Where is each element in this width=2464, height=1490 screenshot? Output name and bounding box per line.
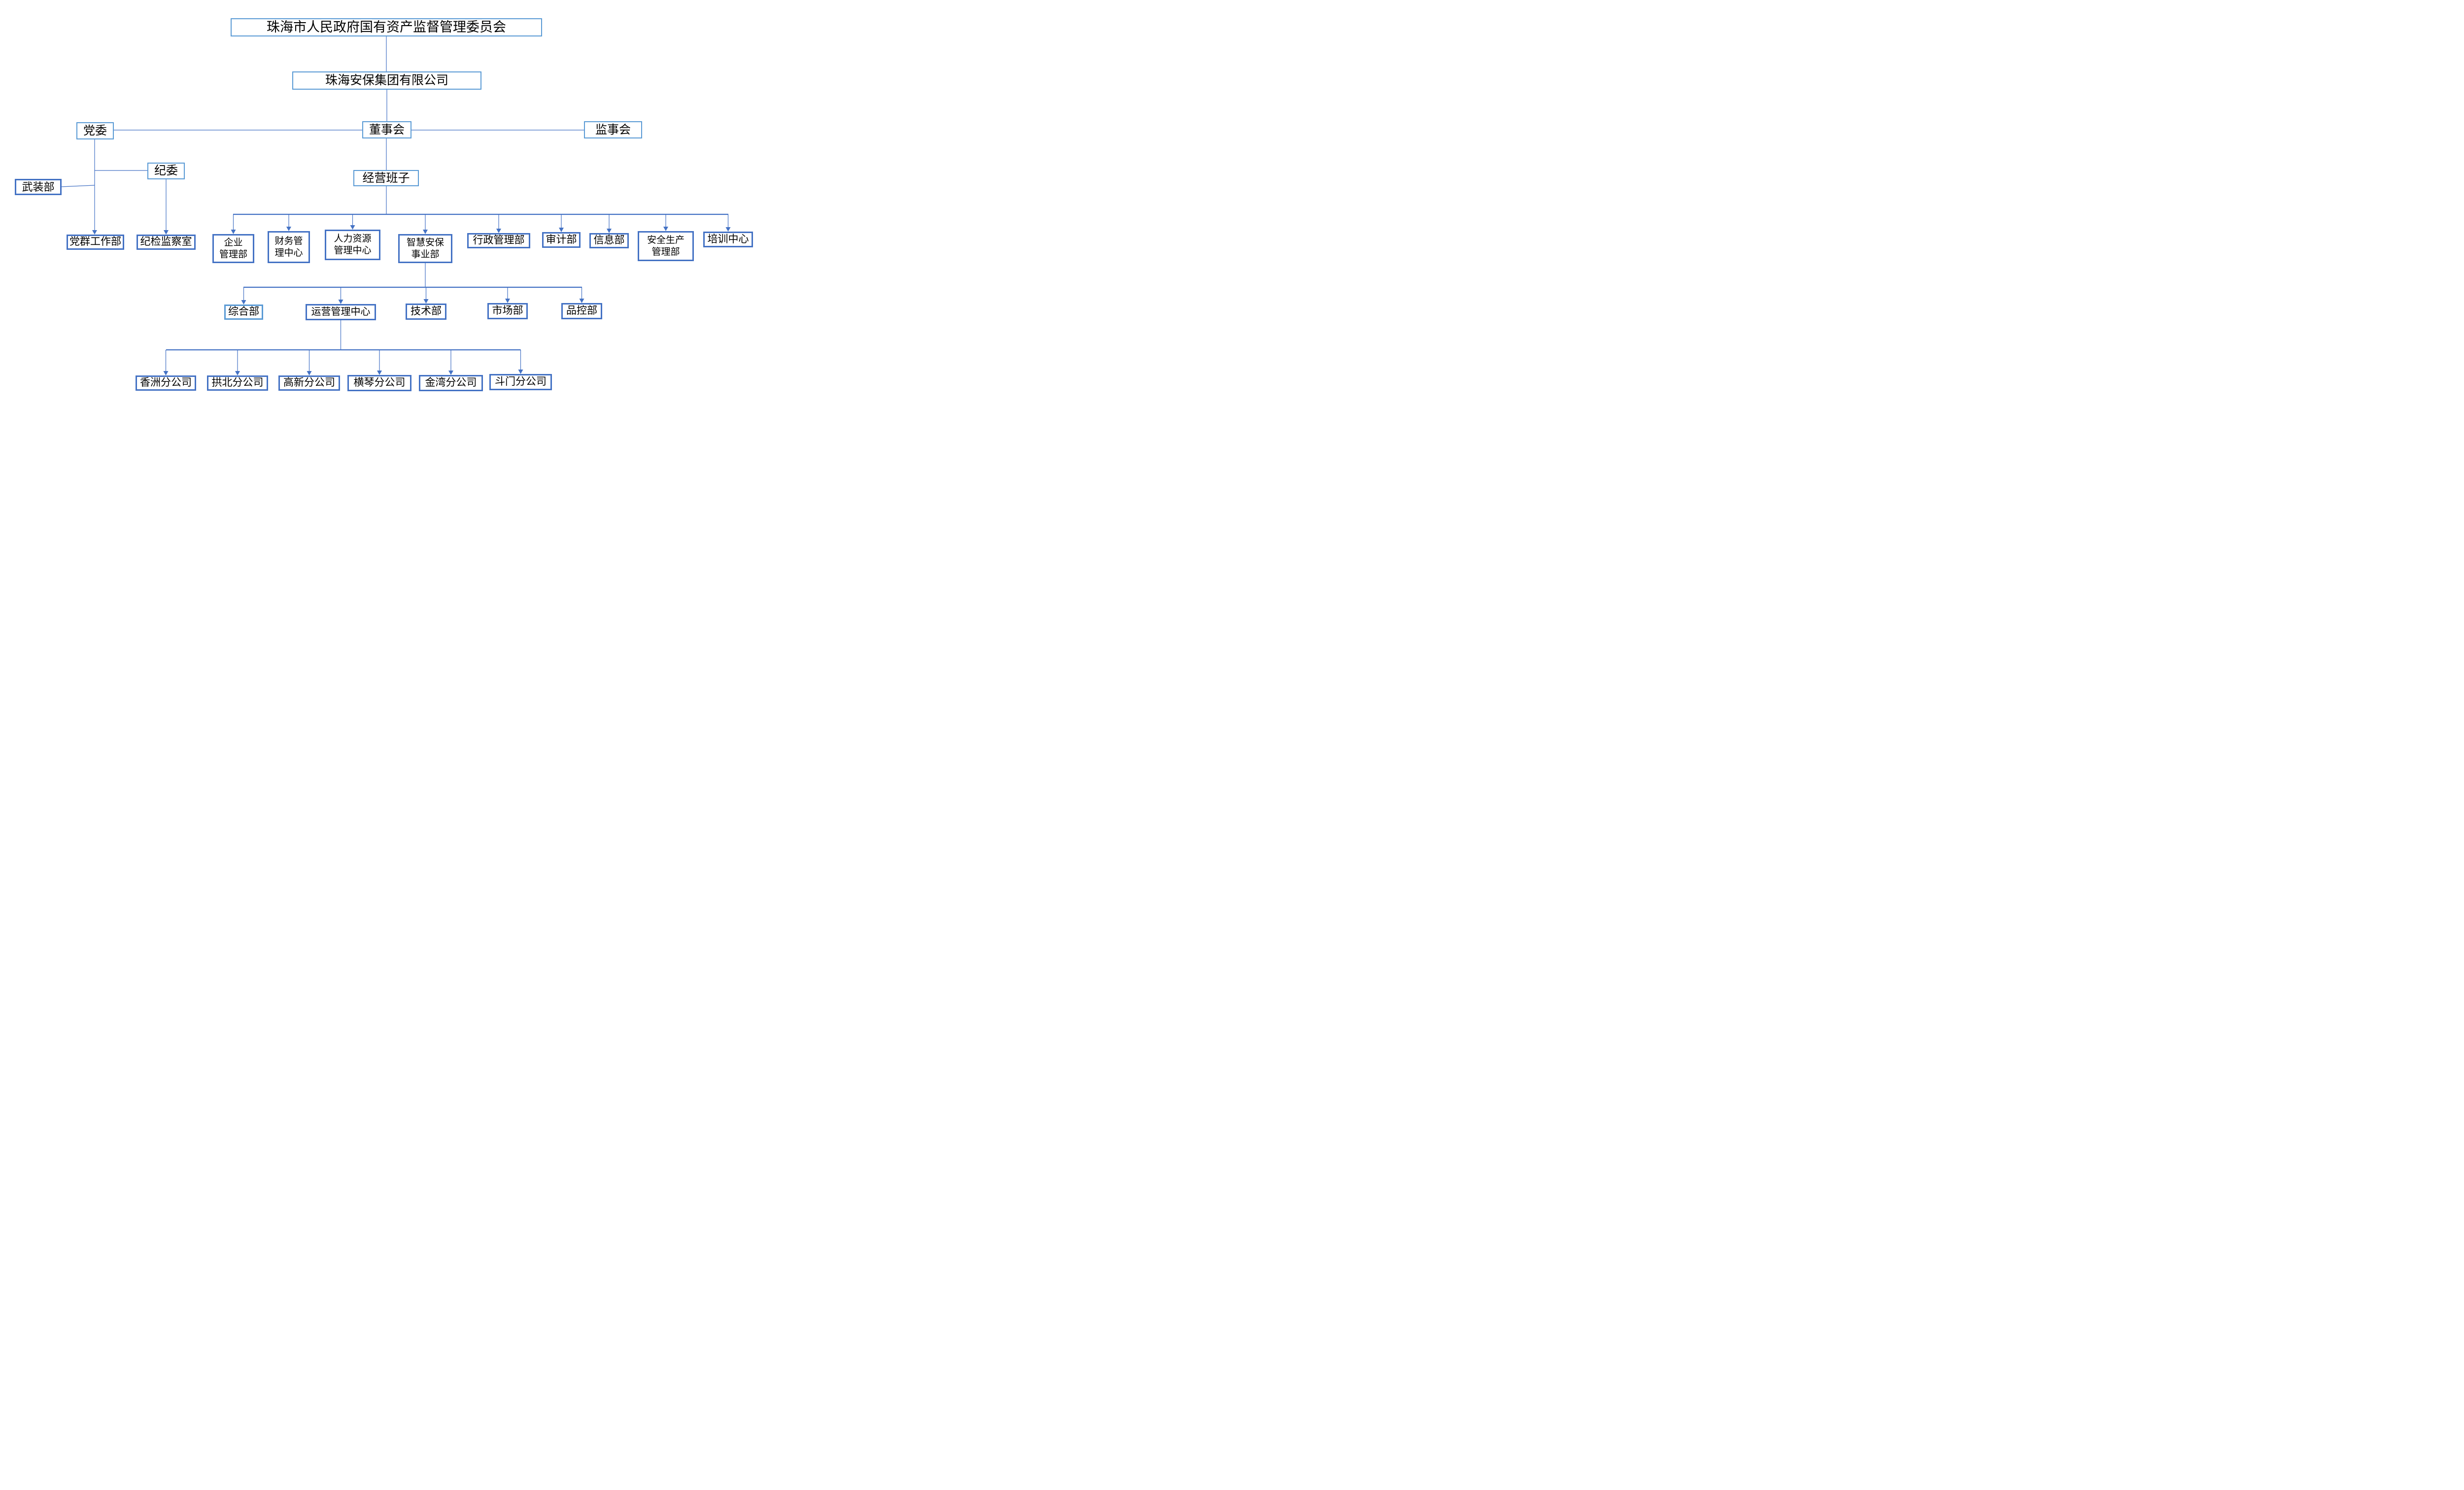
node-audit-dept: 审计部 <box>542 232 581 248</box>
node-party-committee: 党委 <box>76 122 114 139</box>
node-finance-mgmt-center: 财务管 理中心 <box>268 231 310 263</box>
node-hengqin-branch: 横琴分公司 <box>347 375 411 391</box>
node-tech-dept: 技术部 <box>406 304 446 320</box>
node-general-dept: 综合部 <box>224 305 263 320</box>
edge-armed-forces-link <box>61 185 95 187</box>
node-party-mass-work-dept: 党群工作部 <box>67 235 124 250</box>
node-discipline-committee: 纪委 <box>147 163 185 179</box>
node-quality-control-dept: 品控部 <box>561 303 602 319</box>
node-info-dept: 信息部 <box>589 233 629 248</box>
node-xiangzhou-branch: 香洲分公司 <box>136 375 196 391</box>
node-doumen-branch: 斗门分公司 <box>489 374 552 390</box>
node-sasac: 珠海市人民政府国有资产监督管理委员会 <box>231 18 542 36</box>
node-management-team: 经营班子 <box>353 170 419 186</box>
org-chart-connectors <box>61 36 731 375</box>
node-market-dept: 市场部 <box>487 303 528 319</box>
node-admin-mgmt-dept: 行政管理部 <box>467 233 530 248</box>
branch-distribution <box>165 320 521 372</box>
node-gaoxin-branch: 高新分公司 <box>278 375 340 391</box>
node-board-of-directors: 董事会 <box>362 121 411 138</box>
node-hr-mgmt-center: 人力资源 管理中心 <box>325 230 380 260</box>
arrowheads <box>92 225 731 375</box>
node-supervisory-board: 监事会 <box>584 121 642 138</box>
node-operations-mgmt-center: 运营管理中心 <box>306 304 376 320</box>
node-safety-production-mgmt-dept: 安全生产 管理部 <box>638 231 694 261</box>
dept-distribution <box>233 213 729 230</box>
smart-security-distribution <box>243 263 582 301</box>
org-chart: 珠海市人民政府国有资产监督管理委员会 珠海安保集团有限公司 党委 董事会 监事会… <box>0 0 762 417</box>
node-jinwan-branch: 金湾分公司 <box>419 375 483 391</box>
node-training-center: 培训中心 <box>703 232 753 247</box>
node-armed-forces-dept: 武装部 <box>15 179 62 195</box>
node-gongbei-branch: 拱北分公司 <box>207 375 268 391</box>
node-discipline-inspection-office: 纪检监察室 <box>137 235 196 250</box>
node-enterprise-mgmt-dept: 企业 管理部 <box>212 234 254 263</box>
node-smart-security-division: 智慧安保 事业部 <box>398 234 452 263</box>
node-group-company: 珠海安保集团有限公司 <box>292 71 481 90</box>
